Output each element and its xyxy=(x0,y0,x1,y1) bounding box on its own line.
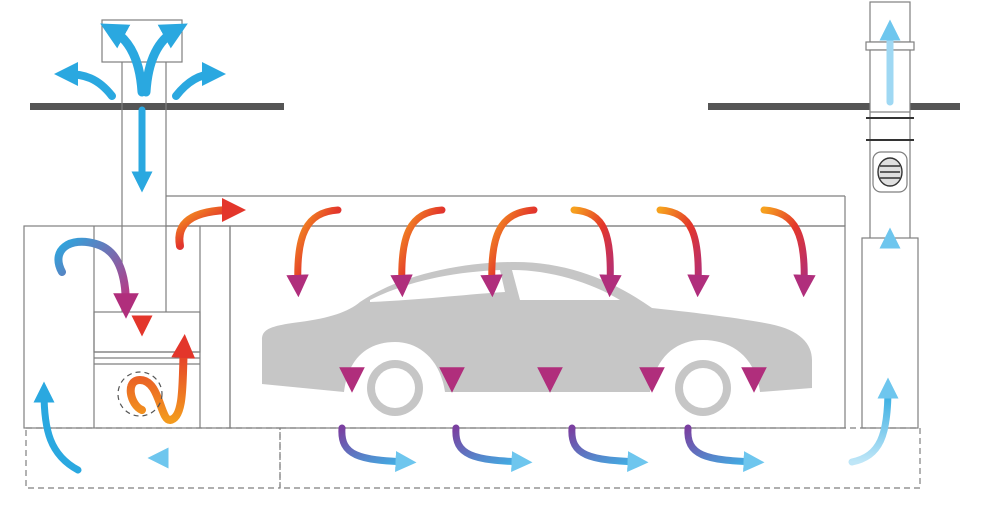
intake-cap-icon xyxy=(54,23,226,100)
ceiling-arc-arrow xyxy=(390,206,446,298)
heater-fan-outline xyxy=(117,371,163,417)
ceiling-arc-arrow xyxy=(760,206,816,298)
floor-exhaust-arrow xyxy=(568,424,649,473)
floor-exhaust-arrow xyxy=(338,424,417,473)
ceiling-arc-arrow xyxy=(656,206,710,298)
ceiling-arc-arrow xyxy=(286,206,342,298)
exhaust-fan-icon xyxy=(872,151,908,193)
pit-left-arrow xyxy=(33,381,82,474)
ceiling-flow-arrows xyxy=(286,206,816,298)
recirculation-arrow xyxy=(54,237,139,319)
booth-shell xyxy=(23,110,919,429)
roof-bar-right xyxy=(708,103,960,110)
heater-flow-arrow xyxy=(126,334,196,425)
floor-exhaust-arrow xyxy=(684,424,765,473)
floor-exhaust-arrow xyxy=(452,424,533,473)
ceiling-arc-arrow xyxy=(480,206,538,298)
ceiling-arc-arrow xyxy=(570,206,622,298)
car-silhouette-icon xyxy=(262,262,812,422)
exhaust-stack xyxy=(865,1,915,141)
exhaust-tower-arrows xyxy=(848,19,901,466)
floor-exhaust-arrows xyxy=(338,424,765,473)
roof-bar-left xyxy=(30,103,284,110)
plenum-supply-arrow xyxy=(175,198,246,250)
underfloor-pit xyxy=(25,427,921,489)
downdraft-arrows xyxy=(339,280,767,393)
